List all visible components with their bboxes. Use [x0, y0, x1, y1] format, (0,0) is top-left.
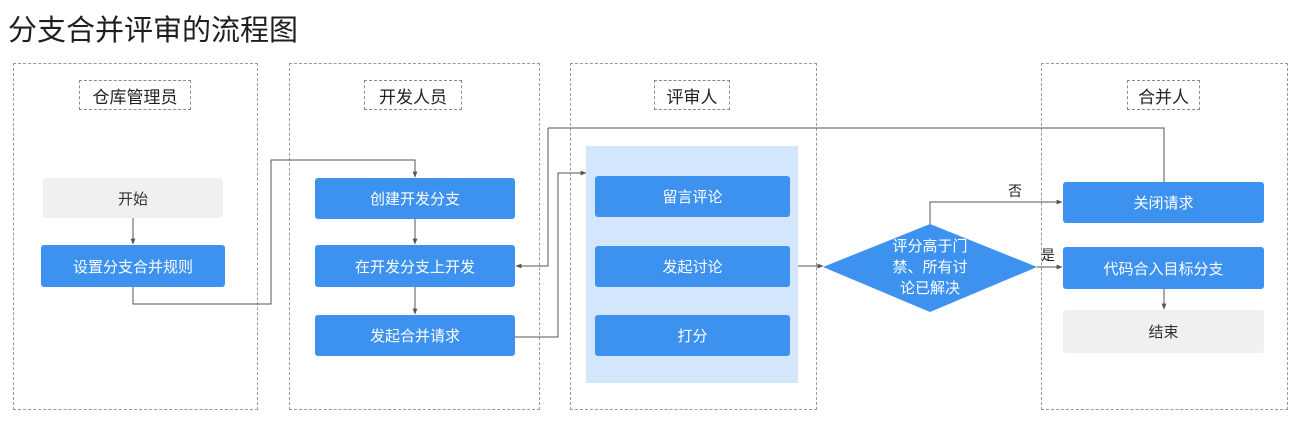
lane-admin [13, 63, 258, 410]
edge-mr-to-reviewer [515, 170, 587, 338]
decision-diamond [823, 224, 1037, 312]
page-title: 分支合并评审的流程图 [8, 13, 299, 47]
edge-decision-no [929, 199, 1063, 224]
decision-label: 评分高于门 禁、所有讨 论已解决 [870, 236, 990, 299]
score-node: 打分 [595, 315, 790, 356]
set-merge-rules-node: 设置分支合并规则 [41, 245, 225, 287]
decision-line-1: 评分高于门 [892, 237, 968, 255]
edge-label-no: 否 [1008, 184, 1022, 200]
end-node: 结束 [1063, 310, 1264, 353]
open-merge-request-node: 发起合并请求 [315, 315, 515, 356]
lane-reviewer [570, 63, 817, 410]
lane-title-developer: 开发人员 [364, 80, 462, 110]
decision-line-2: 禁、所有讨 [892, 258, 968, 276]
edge-reviewer-to-develop [515, 128, 549, 269]
merge-to-target-node: 代码合入目标分支 [1063, 247, 1264, 289]
lane-title-merger: 合并人 [1127, 80, 1200, 110]
lane-developer [289, 63, 540, 410]
edge-rules-to-create [132, 159, 418, 305]
edge-close-loop [548, 127, 1165, 182]
start-discussion-node: 发起讨论 [595, 246, 790, 287]
decision-line-3: 论已解决 [899, 279, 960, 297]
comment-node: 留言评论 [595, 176, 790, 217]
start-node: 开始 [43, 178, 223, 218]
create-branch-node: 创建开发分支 [315, 178, 515, 219]
close-request-node: 关闭请求 [1063, 182, 1264, 223]
develop-on-branch-node: 在开发分支上开发 [315, 245, 515, 287]
lane-title-admin: 仓库管理员 [79, 80, 191, 110]
lane-title-reviewer: 评审人 [654, 80, 730, 110]
lane-merger [1041, 63, 1288, 410]
edge-label-yes: 是 [1041, 248, 1055, 264]
